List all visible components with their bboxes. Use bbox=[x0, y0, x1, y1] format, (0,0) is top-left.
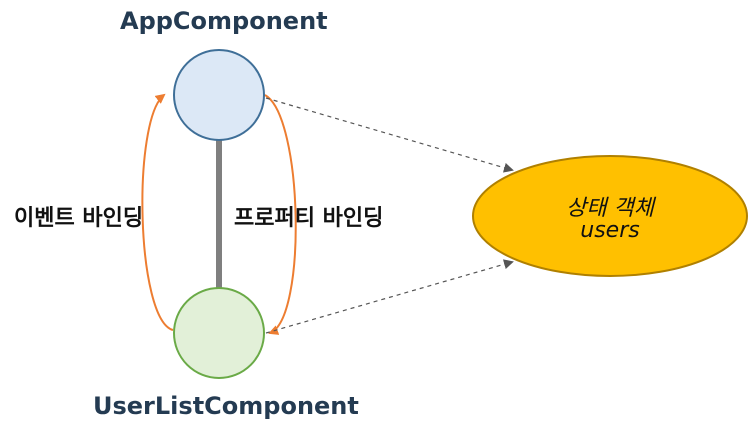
app-component-label: AppComponent bbox=[120, 7, 328, 35]
property-binding-label: 프로퍼티 바인딩 bbox=[234, 206, 384, 231]
state-object-name: users bbox=[580, 218, 640, 243]
app-component-node bbox=[173, 49, 265, 141]
event-binding-arrow bbox=[141, 93, 174, 331]
user-list-component-label: UserListComponent bbox=[93, 392, 359, 420]
property-binding-arrow bbox=[264, 94, 297, 335]
user-list-component-node bbox=[173, 287, 265, 379]
app-to-state-dotted-arrow bbox=[265, 97, 514, 173]
state-object-node bbox=[472, 155, 748, 277]
event-binding-label: 이벤트 바인딩 bbox=[14, 206, 144, 231]
user-to-state-dotted-arrow bbox=[265, 259, 514, 334]
state-object-title: 상태 객체 bbox=[566, 196, 654, 221]
